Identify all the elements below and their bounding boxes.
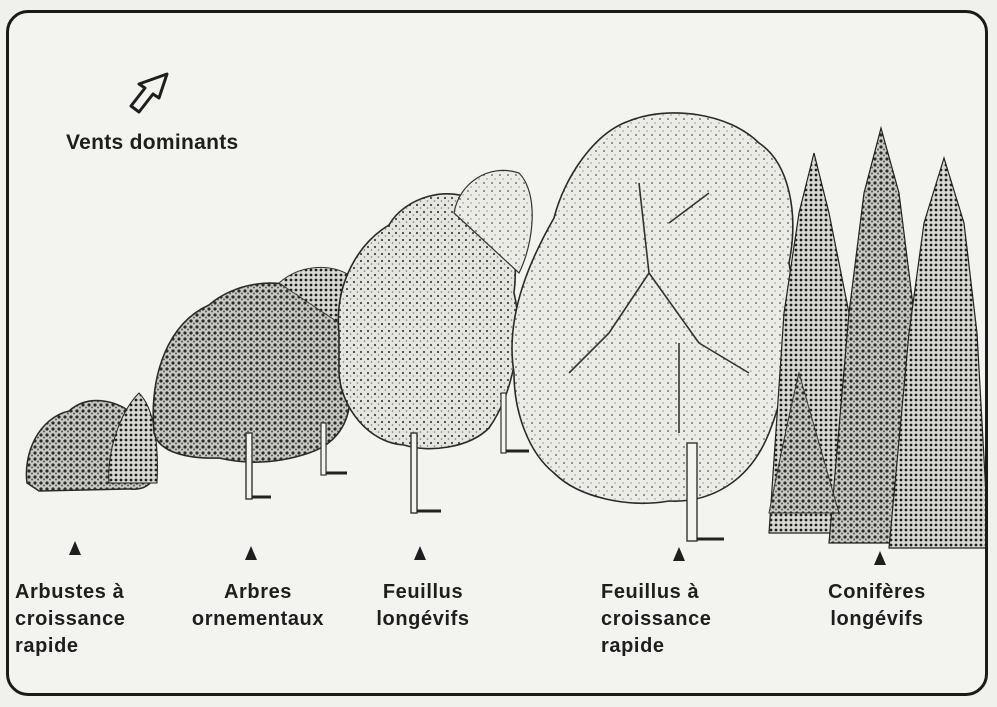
marker-arrow-icon xyxy=(874,551,886,565)
caption-line: Arbres xyxy=(183,579,333,606)
caption-ornamental-trees: Arbres ornementaux xyxy=(183,579,333,633)
ornamental-tree xyxy=(153,267,351,499)
caption-line: ornementaux xyxy=(183,606,333,633)
caption-fast-broadleaf: Feuillus à croissance rapide xyxy=(601,579,712,660)
shrub-group xyxy=(26,393,157,491)
broadleaf-tree xyxy=(338,170,532,513)
conifer-group xyxy=(769,128,988,548)
caption-line: longévifs xyxy=(363,606,483,633)
caption-line: Arbustes à xyxy=(15,579,126,606)
marker-arrow-icon xyxy=(245,546,257,560)
wind-arrow-icon xyxy=(127,68,177,118)
caption-line: Feuillus à xyxy=(601,579,712,606)
caption-line: rapide xyxy=(15,633,126,660)
wind-label: Vents dominants xyxy=(66,131,239,155)
caption-long-lived-broadleaf: Feuillus longévifs xyxy=(363,579,483,633)
caption-long-lived-conifers: Conifères longévifs xyxy=(817,579,937,633)
marker-arrow-icon xyxy=(69,541,81,555)
caption-line: croissance xyxy=(601,606,712,633)
diagram-frame: Vents dominants Arbustes à croissance ra… xyxy=(6,10,988,696)
marker-arrow-icon xyxy=(673,547,685,561)
marker-arrow-icon xyxy=(414,546,426,560)
caption-line: longévifs xyxy=(817,606,937,633)
caption-line: Conifères xyxy=(817,579,937,606)
fast-broadleaf-tree xyxy=(512,113,793,541)
caption-fast-shrubs: Arbustes à croissance rapide xyxy=(15,579,126,660)
caption-line: rapide xyxy=(601,633,712,660)
caption-line: croissance xyxy=(15,606,126,633)
caption-line: Feuillus xyxy=(363,579,483,606)
